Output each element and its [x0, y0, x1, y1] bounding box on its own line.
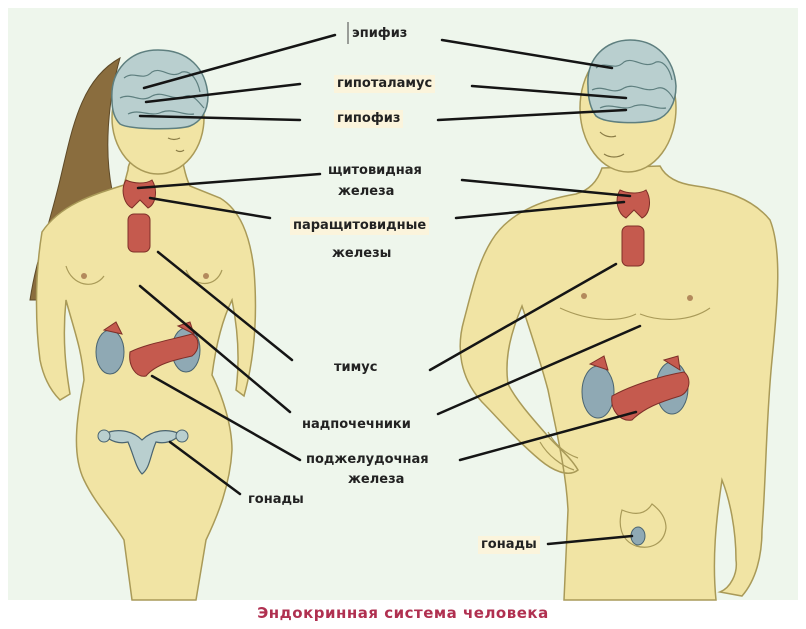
- female-ovary-right: [176, 430, 188, 442]
- male-nipple-right: [687, 295, 693, 301]
- label-adrenals: надпочечники: [302, 417, 411, 433]
- female-kidney-left: [96, 330, 124, 374]
- label-gonads-female: гонады: [248, 492, 304, 508]
- label-gonads-male: гонады: [478, 536, 540, 554]
- label-parathyroid-line2: железы: [332, 246, 391, 262]
- female-thymus: [128, 214, 150, 252]
- label-thyroid-line2: железа: [338, 184, 394, 200]
- label-hypophysis: гипофиз: [334, 110, 403, 128]
- male-nipple-left: [581, 293, 587, 299]
- label-pancreas-line2: железа: [348, 472, 404, 488]
- female-ovary-left: [98, 430, 110, 442]
- female-nipple-right: [203, 273, 209, 279]
- label-hypothalamus: гипоталамус: [334, 75, 435, 93]
- label-thymus: тимус: [334, 360, 377, 376]
- female-nipple-left: [81, 273, 87, 279]
- label-thyroid-line1: щитовидная: [328, 163, 422, 179]
- male-thymus: [622, 226, 644, 266]
- label-epiphysis: эпифиз: [352, 26, 407, 42]
- male-kidney-left: [582, 366, 614, 418]
- diagram-caption: Эндокринная система человека: [0, 604, 806, 622]
- label-pancreas-line1: поджелудочная: [306, 452, 429, 468]
- label-parathyroid-line1: паращитовидные: [290, 217, 429, 235]
